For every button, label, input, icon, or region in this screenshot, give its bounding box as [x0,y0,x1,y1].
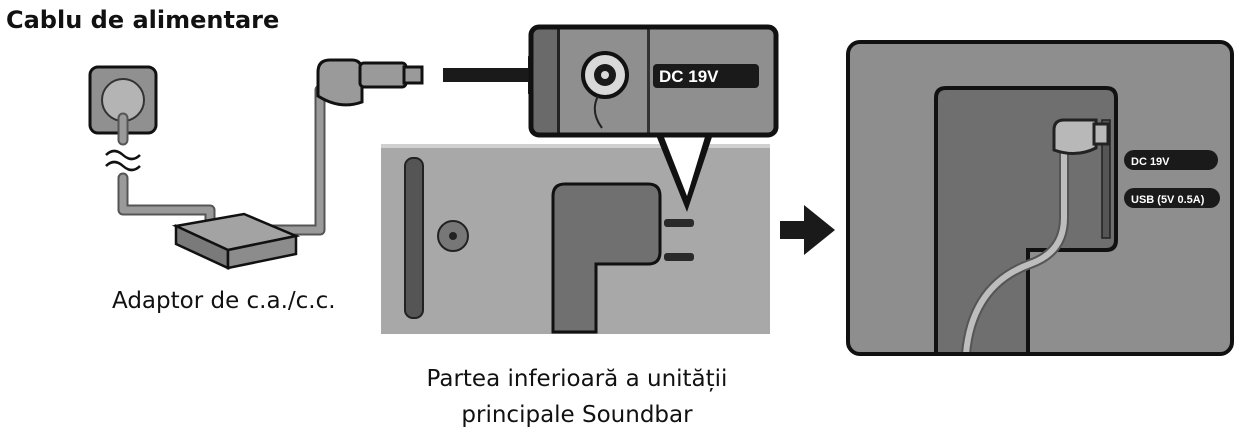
soundbar-bottom-label-line2: principale Soundbar [461,402,693,428]
soundbar-bottom-panel [381,144,770,334]
wall-outlet [88,65,158,135]
power-cable [117,84,326,236]
callout-pointer-inner [660,127,708,196]
zoom-dc-label: DC 19V [659,67,719,86]
dc-port-jack [581,51,629,129]
soundbar-bottom-label-line1: Partea inferioară a unității [426,366,728,392]
detail-dc-label: DC 19V [1131,156,1170,168]
adaptor-box [171,212,301,270]
arrow-to-detail [780,205,835,255]
cable-break-mark [105,149,141,172]
detail-usb-label: USB (5V 0.5A) [1131,194,1205,206]
connected-detail-panel [846,40,1234,356]
dc-plug [316,58,424,107]
adaptor-label: Adaptor de c.a./c.c. [112,288,336,314]
port-zoom-bubble [528,24,779,138]
power-cable-label: Cablu de alimentare [6,6,280,34]
